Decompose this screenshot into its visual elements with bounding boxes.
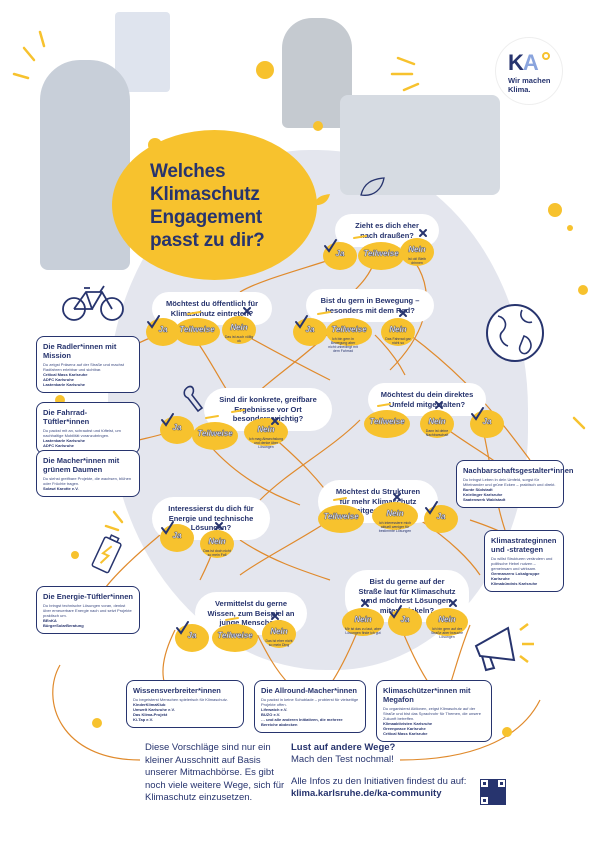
answer-ja[interactable]: Ja (470, 410, 504, 438)
cross-icon (393, 493, 401, 501)
cross-icon (271, 417, 279, 425)
cross-icon (419, 229, 427, 237)
cross-icon (361, 599, 369, 607)
result-wissensverbreiter[interactable]: Wissensverbreiter*innen Du begeisterst M… (126, 680, 244, 728)
result-nachbarschaft[interactable]: Nachbarschaftsgestalter*innen Du bringst… (456, 460, 573, 508)
photo-father-child (40, 60, 130, 270)
check-icon (389, 605, 402, 619)
check-icon (161, 521, 174, 535)
result-radler[interactable]: Die Radler*innen mit Mission Du zeigst P… (36, 336, 140, 393)
question-movement: Bist du gern in Bewegung – besonders mit… (306, 289, 434, 322)
cross-icon (449, 599, 457, 607)
leaf-icon (314, 194, 330, 206)
check-icon (425, 501, 438, 515)
globe-icon (486, 304, 544, 362)
answer-teilweise[interactable]: Teilweise (174, 318, 220, 346)
answer-teilweise[interactable]: Teilweise (364, 410, 410, 438)
answer-ja[interactable]: Ja (293, 318, 327, 346)
photo-bike-repair (340, 95, 500, 195)
check-icon (176, 621, 189, 635)
cross-icon (215, 522, 223, 530)
retake-subline[interactable]: Mach den Test nochmal! (291, 754, 394, 765)
page-title: Welches Klimaschutz Engagement passt zu … (150, 161, 265, 251)
retake-heading: Lust auf andere Wege? (291, 742, 396, 753)
footer-disclaimer: Diese Vorschläge sind nur ein kleiner Au… (145, 742, 285, 803)
community-link[interactable]: klima.karlsruhe.de/ka-community (291, 788, 442, 799)
result-klimastrategen[interactable]: Klimastrateginnen und -strategen Du will… (484, 530, 564, 592)
logo-mark: KA (508, 50, 539, 75)
logo-dot (542, 52, 550, 60)
cross-icon (399, 309, 407, 317)
qr-code-icon[interactable] (480, 779, 506, 805)
title-bubble: Welches Klimaschutz Engagement passt zu … (112, 130, 317, 280)
result-allround-macher[interactable]: Die Allround-Macher*innen Du packst in k… (254, 680, 366, 733)
battery-icon (91, 534, 122, 574)
result-macher-gruener-daumen[interactable]: Die Macher*innen mit grünem Daumen Du si… (36, 450, 140, 497)
bicycle-icon (62, 285, 124, 321)
result-megafon[interactable]: Klimaschützer*innen mit Megafon Du organ… (376, 680, 492, 742)
answer-ja[interactable]: Ja (160, 524, 194, 552)
answer-ja[interactable]: Ja (323, 242, 357, 270)
wrench-icon (183, 385, 204, 413)
check-icon (295, 315, 308, 329)
check-icon (324, 239, 337, 253)
check-icon (471, 407, 484, 421)
megaphone-icon (474, 623, 534, 672)
leaf-icon (360, 177, 385, 196)
answer-teilweise[interactable]: Teilweise (192, 422, 238, 450)
answer-teilweise[interactable]: Teilweise (318, 505, 364, 533)
info-text: Alle Infos zu den Initiativen findest du… (291, 776, 467, 787)
check-icon (147, 315, 160, 329)
cross-icon (435, 401, 443, 409)
answer-ja[interactable]: Ja (160, 416, 194, 444)
cross-icon (271, 612, 279, 620)
check-icon (161, 413, 174, 427)
footer-info: Lust auf andere Wege? Mach den Test noch… (291, 742, 511, 800)
answer-ja[interactable]: Ja (424, 505, 458, 533)
result-fahrrad-tuftler[interactable]: Die Fahrrad-Tüftler*innen Du packst mit … (36, 402, 140, 454)
answer-teilweise[interactable]: Teilweise (358, 242, 404, 270)
answer-ja[interactable]: Ja (175, 624, 209, 652)
cross-icon (243, 307, 251, 315)
result-energie-tuftler[interactable]: Die Energie-Tüftler*innen Du bringst tec… (36, 586, 140, 634)
answer-ja[interactable]: Ja (388, 608, 422, 636)
answer-teilweise[interactable]: Teilweise (212, 624, 258, 652)
